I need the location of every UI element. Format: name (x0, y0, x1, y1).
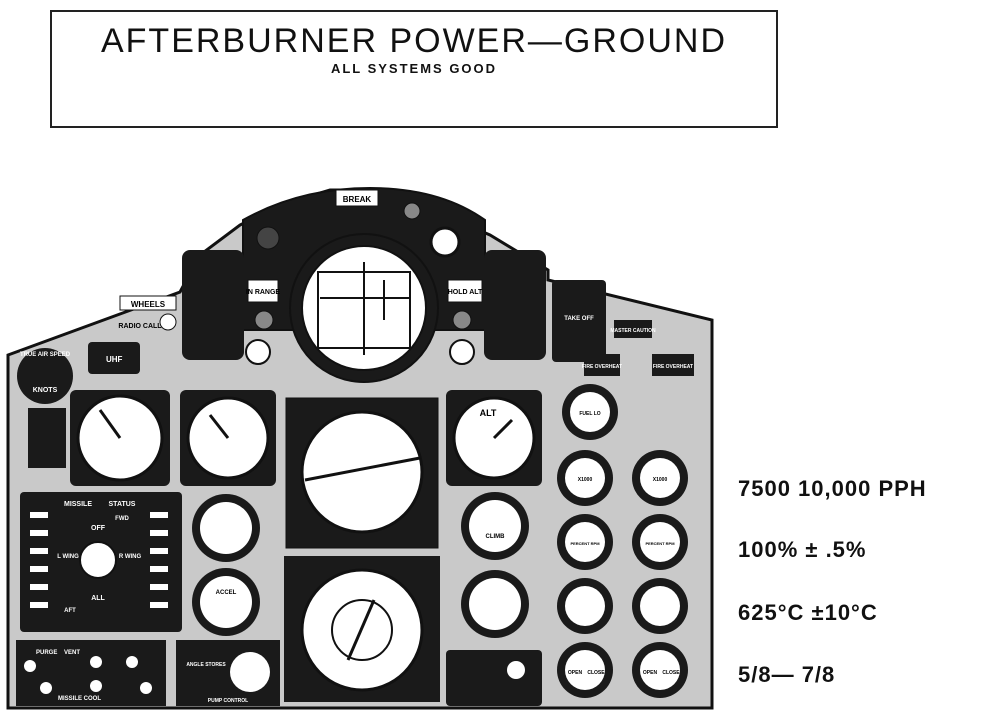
instrument-panel: BREAK IN RANGE HOLD ALT WHEELS RADIO CAL… (6, 186, 714, 710)
knots-label: KNOTS (33, 387, 58, 394)
break-label: BREAK (343, 195, 372, 204)
nozzle-face-right (640, 650, 680, 690)
left-switch-block (28, 408, 66, 468)
fire-overheat-light-1 (584, 354, 620, 376)
hood-screw-left[interactable] (254, 310, 274, 330)
egt-face-left (565, 586, 605, 626)
hood-knob-right[interactable] (429, 226, 461, 258)
hood-hex-left[interactable] (245, 339, 271, 365)
wheels-label: WHEELS (131, 300, 166, 309)
hood-knob-left[interactable] (256, 226, 280, 250)
rpm-face-left (565, 522, 605, 562)
lower-knob[interactable] (507, 661, 525, 679)
fire-overheat-label-1: FIRE OVERHEAT (582, 364, 622, 370)
hsi-course-arrow (346, 599, 376, 661)
egt-readout: 625°C ±10°C (738, 600, 878, 625)
missile-selector-knob[interactable] (79, 541, 117, 579)
in-range-label: IN RANGE (246, 289, 281, 296)
true-airspeed-label: TRUE AIR SPEED (20, 352, 71, 358)
open-label-left: OPEN (568, 670, 583, 676)
percent-rpm-label-left: PERCENT RPM (570, 541, 600, 546)
purge-label: PURGE (36, 650, 57, 656)
annunciator-title-box: AFTERBURNER POWER—GROUND ALL SYSTEMS GOO… (50, 10, 778, 128)
uhf-panel (88, 342, 140, 374)
true-airspeed-bezel (17, 348, 73, 404)
open-label-right: OPEN (643, 670, 658, 676)
status-label: STATUS (109, 501, 136, 508)
mach-needle (208, 414, 230, 439)
attitude-face (300, 410, 424, 534)
master-caution-light[interactable] (614, 320, 652, 338)
close-label-right: CLOSE (662, 670, 680, 676)
radar-grid-box (317, 271, 411, 349)
altimeter-needle (492, 418, 514, 440)
radio-call-label: RADIO CALL (118, 323, 162, 330)
page-subtitle: ALL SYSTEMS GOOD (330, 61, 498, 76)
vent-panel (16, 640, 166, 706)
percent-rpm-label-right: PERCENT RPM (645, 541, 675, 546)
fuel-flow-face-right (640, 458, 680, 498)
hold-alt-light (447, 279, 483, 303)
climb-label: CLIMB (486, 534, 506, 540)
lower-knob-block (446, 650, 542, 706)
hood-screw-right[interactable] (452, 310, 472, 330)
rpm-face-right (640, 522, 680, 562)
oxygen-gauge-face (200, 502, 252, 554)
stores-selector[interactable] (230, 652, 270, 692)
l-wing-label: L WING (57, 554, 79, 560)
off-label: OFF (91, 525, 106, 532)
fuel-gauge-face (570, 392, 610, 432)
angle-stores-label: ANGLE STORES (186, 662, 226, 668)
rpm-readout: 100% ± .5% (738, 537, 867, 562)
hood-right-wing (484, 250, 546, 360)
alt-label: ALT (480, 408, 497, 418)
missile-cool-label: MISSILE COOL (58, 696, 101, 702)
take-off-label: TAKE OFF (564, 316, 594, 322)
fire-overheat-light-2 (652, 354, 694, 376)
fuel-lo-label: FUEL LO (579, 411, 600, 417)
hold-alt-label: HOLD ALT (448, 289, 483, 296)
wheels-placard (119, 295, 177, 311)
break-placard (335, 189, 379, 207)
horizon-bar (304, 456, 421, 482)
airspeed-needle (98, 409, 122, 439)
clock-face (469, 578, 521, 630)
page-title: AFTERBURNER POWER—GROUND (100, 22, 728, 60)
r-wing-label: R WING (119, 554, 142, 560)
uhf-label: UHF (106, 355, 123, 364)
missile-status-lights (30, 512, 168, 608)
hood-left-wing (182, 250, 244, 360)
master-caution-label: MASTER CAUTION (610, 328, 656, 334)
vent-switches[interactable] (24, 656, 152, 694)
fwd-label: FWD (115, 516, 129, 522)
pump-control-label: PUMP CONTROL (208, 698, 248, 704)
x1000-label-left: X1000 (578, 477, 593, 483)
hsi-inner-ring (331, 599, 393, 661)
all-label: ALL (91, 595, 105, 602)
accel-label: ACCEL (216, 590, 237, 596)
aft-label: AFT (64, 608, 76, 614)
nozzle-readout: 5/8— 7/8 (738, 662, 836, 687)
fire-overheat-label-2: FIRE OVERHEAT (653, 364, 693, 370)
in-range-light (247, 279, 279, 303)
close-label-left: CLOSE (587, 670, 605, 676)
fuel-flow-readout: 7500 10,000 PPH (738, 476, 927, 501)
take-off-panel (552, 280, 606, 362)
egt-face-right (640, 586, 680, 626)
radio-call-button[interactable] (159, 313, 177, 331)
nozzle-face-left (565, 650, 605, 690)
fuel-flow-face-left (565, 458, 605, 498)
x1000-label-right: X1000 (653, 477, 668, 483)
climb-gauge-face (469, 500, 521, 552)
hood-knob-top[interactable] (403, 202, 421, 220)
hood-hex-right[interactable] (449, 339, 475, 365)
accel-gauge-face (200, 576, 252, 628)
vent-label: VENT (64, 650, 80, 656)
missile-label: MISSILE (64, 501, 92, 508)
